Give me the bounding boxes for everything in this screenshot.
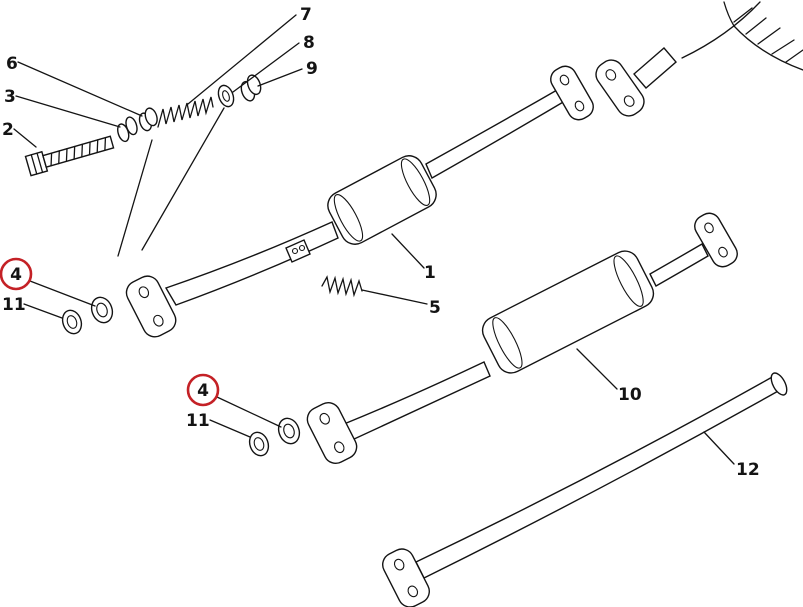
- callout-5: 5: [429, 298, 441, 318]
- callout-4-left: 4: [10, 265, 22, 285]
- gasket-ring-4-mid: [277, 417, 301, 445]
- placement-lines: [117, 107, 225, 257]
- callout-9: 9: [306, 59, 318, 79]
- callout-11-mid: 11: [186, 411, 210, 431]
- cut-off-body-section: [681, 1, 803, 71]
- callout-8: 8: [303, 33, 315, 53]
- nut-6: [138, 107, 158, 132]
- bolt-2: [24, 135, 115, 177]
- callout-10: 10: [618, 385, 642, 405]
- front-pipe-rear-flange: [550, 65, 594, 121]
- silencer-front-flange: [306, 401, 358, 465]
- tail-pipe: [382, 372, 788, 607]
- callout-1: 1: [424, 263, 436, 283]
- highlight-circle-4-left: [0, 257, 33, 291]
- front-pipe-flange: [125, 275, 177, 338]
- nut-9: [240, 74, 262, 102]
- tail-pipe-flange: [382, 548, 430, 607]
- spring-7: [157, 96, 214, 128]
- gasket-ring-11-left: [61, 309, 83, 335]
- washers-3: [117, 116, 138, 143]
- center-silencer: [306, 212, 738, 465]
- rear-flange-stub: [595, 47, 677, 117]
- gasket-ring-4-left: [90, 296, 114, 324]
- spring-5: [321, 275, 363, 298]
- highlight-circle-4-mid: [186, 373, 220, 407]
- callout-7: 7: [300, 5, 312, 25]
- washer-8: [217, 84, 235, 108]
- mount-bracket: [285, 239, 311, 263]
- callout-6: 6: [6, 54, 18, 74]
- callout-12: 12: [736, 460, 760, 480]
- callout-4-mid: 4: [197, 381, 209, 401]
- gasket-ring-11-mid: [248, 431, 270, 457]
- catalytic-converter: [327, 155, 437, 245]
- silencer-rear-flange: [694, 212, 738, 268]
- front-exhaust-pipe: [125, 65, 594, 338]
- callout-11-left: 11: [2, 295, 26, 315]
- callout-3: 3: [4, 87, 16, 107]
- callout-2: 2: [2, 120, 14, 140]
- leader-lines: [13, 14, 735, 465]
- silencer-body: [481, 250, 655, 374]
